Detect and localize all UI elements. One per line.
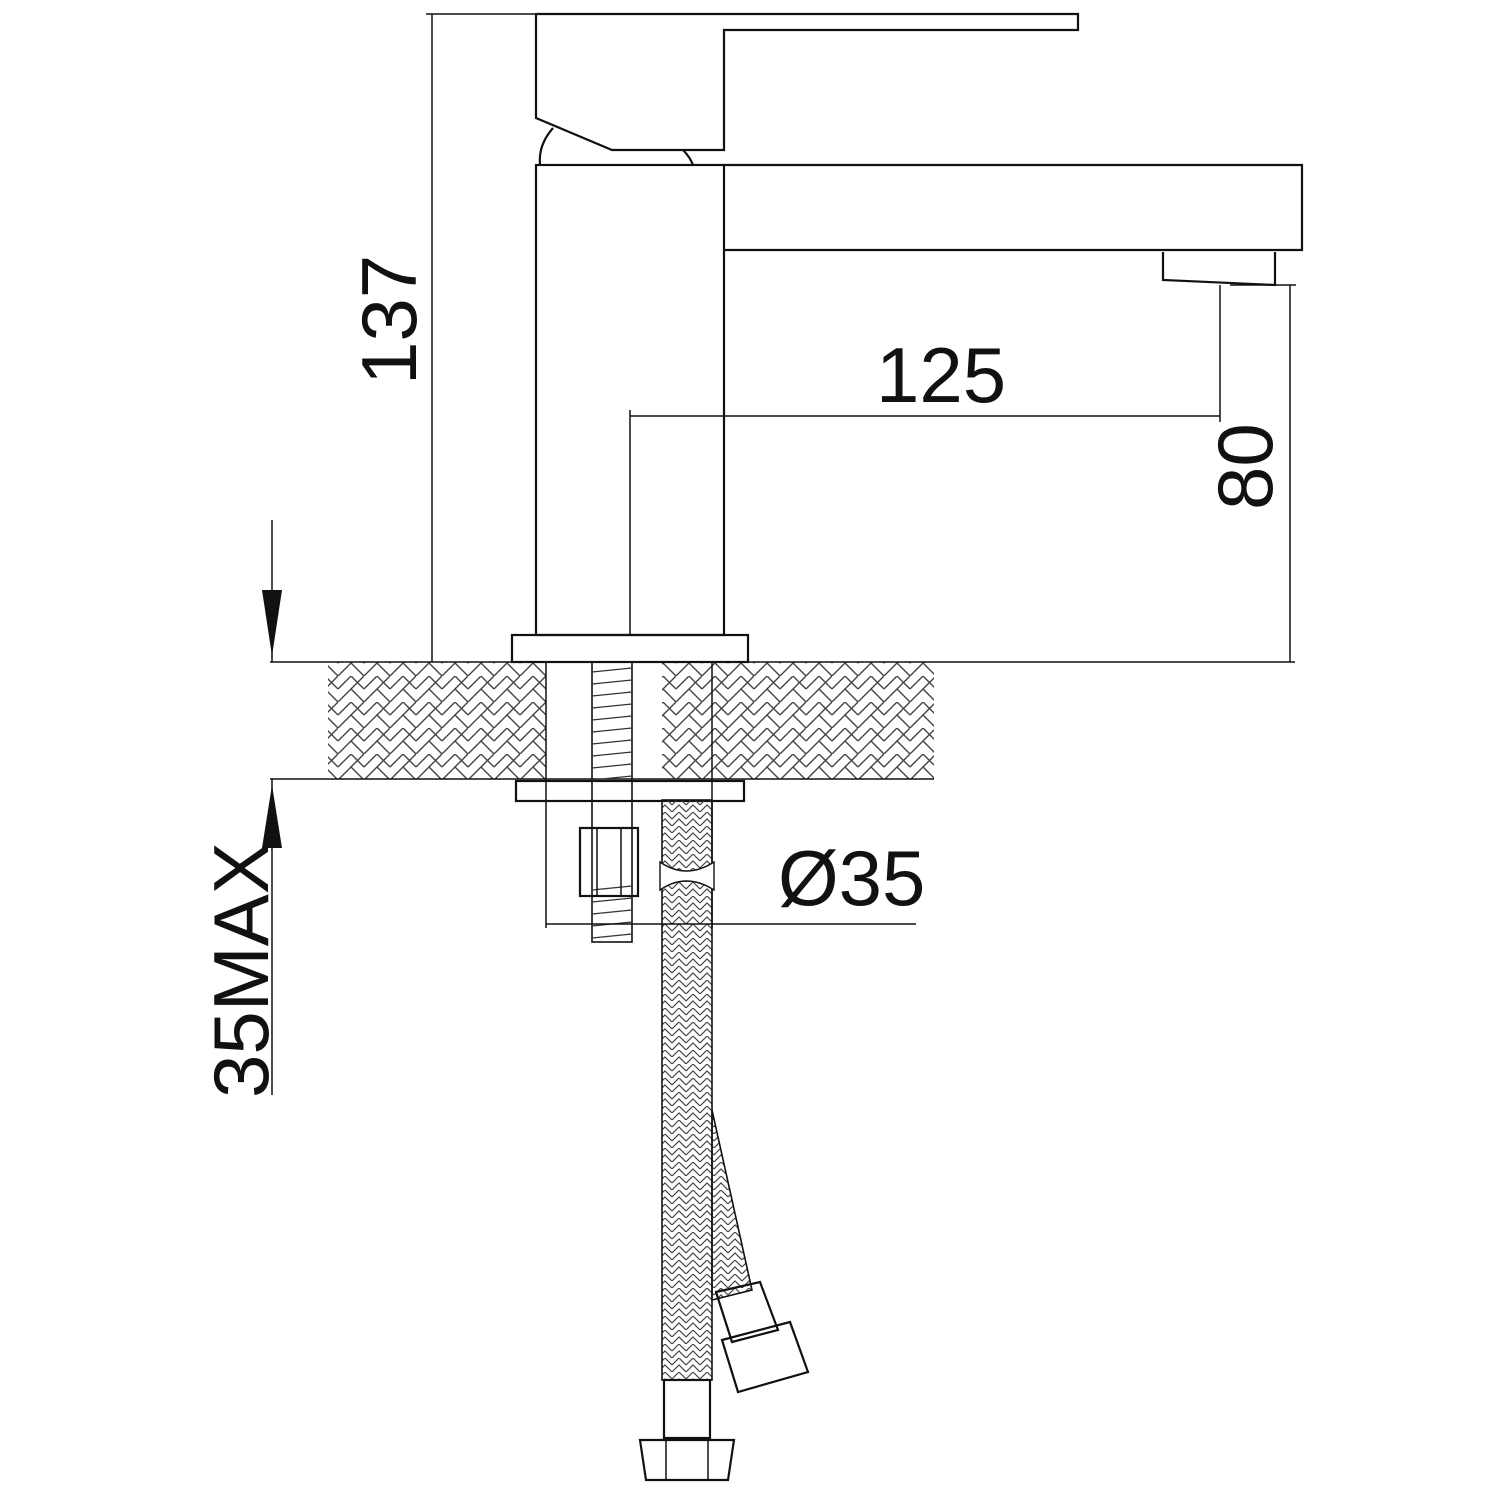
countertop	[270, 661, 1295, 928]
dim-deck-thickness-label: 35MAX	[197, 842, 285, 1098]
dimension-spout-height: 80	[1201, 284, 1296, 662]
dimension-hole-diameter: Ø35	[546, 834, 925, 925]
dim-spout-height-label: 80	[1201, 423, 1289, 510]
dimension-height-total: 137	[345, 13, 536, 662]
dimension-deck-thickness: 35MAX	[197, 520, 285, 1098]
threaded-rod	[578, 661, 640, 943]
mounting-plate	[514, 779, 746, 803]
lever-handle	[534, 12, 1080, 166]
hose-secondary	[711, 1109, 810, 1394]
dimension-spout-reach: 125	[629, 285, 1221, 635]
dim-spout-reach-label: 125	[876, 331, 1006, 419]
dim-hole-diameter-label: Ø35	[778, 834, 925, 922]
hose-main	[638, 799, 736, 1482]
dim-height-total-label: 137	[345, 255, 433, 385]
